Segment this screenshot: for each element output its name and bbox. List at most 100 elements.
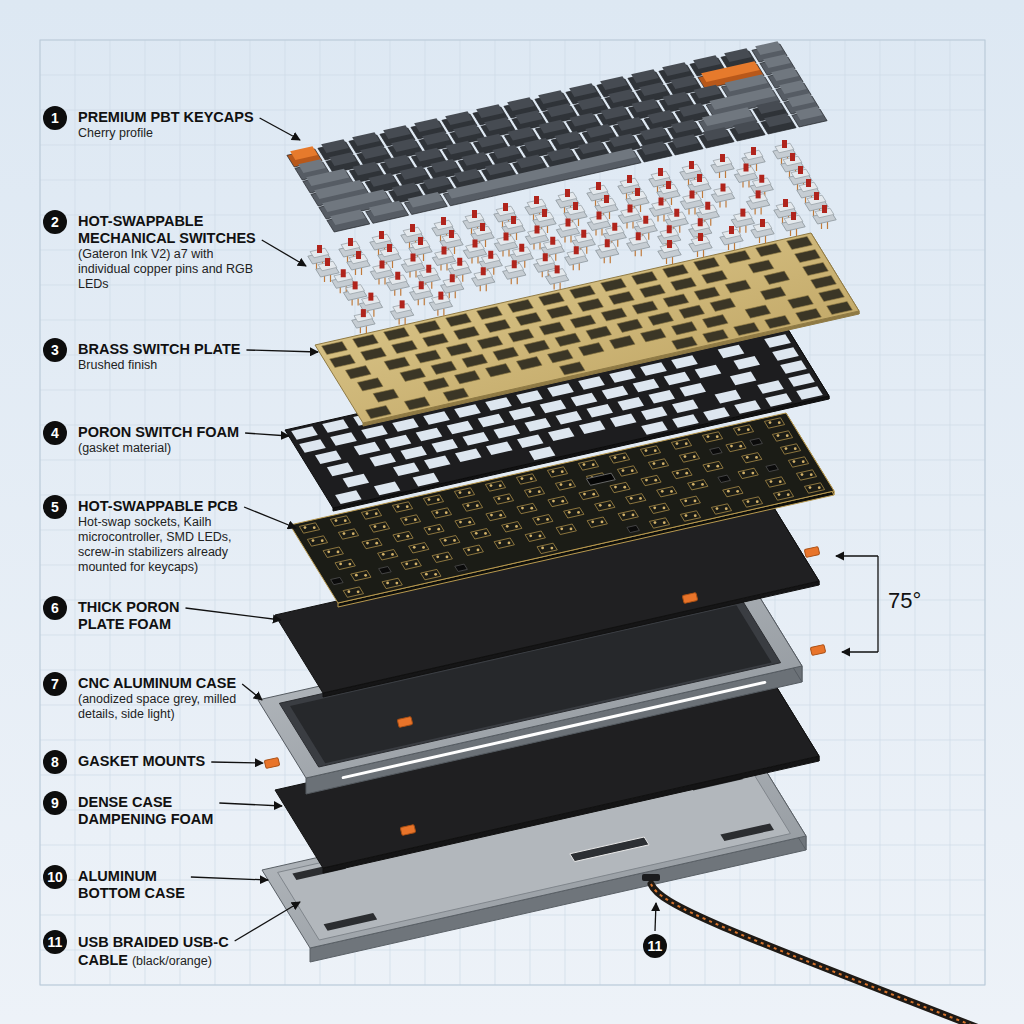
switch-footprint <box>688 480 708 490</box>
foam-hole <box>715 390 742 404</box>
foam-hole <box>315 450 342 464</box>
foam-hole <box>602 386 629 400</box>
switch-stem <box>488 251 493 259</box>
solder-pad <box>321 539 324 542</box>
solder-pad <box>415 563 418 566</box>
foam-hole <box>509 407 536 421</box>
callout-number-text: 1 <box>51 110 59 126</box>
switch-stem <box>442 247 447 255</box>
plate-cutout <box>765 315 791 328</box>
part-description: (Gateron Ink V2) a7 with individual copp… <box>78 247 268 292</box>
switch-stem <box>356 251 361 259</box>
plate-cutout <box>443 388 469 401</box>
solder-pad <box>592 493 595 496</box>
plate-cutout <box>330 354 356 367</box>
plate-cutout <box>702 315 728 328</box>
foam-hole <box>765 393 792 407</box>
switch-footprint <box>361 509 381 519</box>
switch-stem <box>449 230 454 238</box>
solder-pad <box>364 574 367 577</box>
solder-pad <box>730 445 733 448</box>
keycap-top <box>399 166 427 180</box>
keycap-top <box>616 117 644 131</box>
solder-pad <box>436 511 439 514</box>
plate-cutout <box>796 308 822 321</box>
foam-hole <box>547 383 574 397</box>
switch-stem <box>504 233 509 241</box>
callout-number: 10 <box>43 865 67 889</box>
solder-pad <box>475 532 478 535</box>
foam-hole <box>579 420 606 434</box>
foam-hole <box>525 418 552 432</box>
switch-stem <box>751 147 756 155</box>
solder-pad <box>583 463 586 466</box>
leader-line <box>246 350 318 352</box>
foam-hole <box>401 446 428 460</box>
keycap-top <box>795 106 823 120</box>
switch-stem <box>400 300 405 308</box>
gasket-mount <box>682 593 697 604</box>
keycap-top <box>640 127 668 141</box>
keycap-top <box>383 125 411 139</box>
part-description: (anodized space grey, milled details, si… <box>78 692 248 722</box>
leader-line <box>219 803 282 806</box>
plate-cutout <box>570 285 596 298</box>
plate-cutout <box>446 313 472 326</box>
solder-pad <box>632 514 635 517</box>
callout-label: HOT-SWAPPABLE MECHANICAL SWITCHES(Gatero… <box>78 213 268 292</box>
switch-footprint <box>609 453 629 463</box>
switch-stem <box>542 209 547 217</box>
copper-pin <box>745 226 746 233</box>
foam-hole <box>478 414 505 428</box>
copper-pin <box>547 226 548 233</box>
foam-hole <box>494 425 521 439</box>
solder-pad <box>614 486 617 489</box>
foam-hole <box>772 347 799 361</box>
plate-cutout <box>671 277 697 290</box>
switch-stem <box>341 269 346 277</box>
copper-pin <box>756 164 757 171</box>
foam-hole <box>764 334 791 348</box>
callout-number: 5 <box>43 495 67 519</box>
plate-cutout <box>462 354 488 367</box>
solder-pad <box>339 563 342 566</box>
switch-footprint <box>486 510 506 520</box>
switch-stem <box>353 281 358 289</box>
switch-footprint <box>400 515 420 525</box>
callout-number-text: 5 <box>51 499 59 515</box>
switch-footprint <box>338 529 358 539</box>
solder-pad <box>337 551 340 554</box>
part-description: (gasket material) <box>78 441 268 456</box>
part-name: BRASS SWITCH PLATE <box>78 341 278 358</box>
solder-pad <box>786 434 789 437</box>
plate-cutout <box>570 315 596 328</box>
switch-footprint <box>773 490 793 500</box>
switch-stem <box>380 261 385 269</box>
foam-hole <box>730 372 757 386</box>
foam-hole <box>343 474 370 488</box>
switch-stem <box>574 246 579 254</box>
keycap-top <box>640 141 668 155</box>
switch-footprint <box>555 480 575 490</box>
solder-pad <box>552 470 555 473</box>
solder-pad <box>663 521 666 524</box>
solder-pad <box>654 521 657 524</box>
switch-footprint <box>471 529 491 540</box>
foam-hole <box>416 428 443 442</box>
plate-cutout <box>648 312 674 325</box>
switch-footprint <box>493 494 513 504</box>
keycap-top <box>430 159 458 173</box>
switch-footprint <box>726 441 746 451</box>
leader-line <box>655 903 656 931</box>
switch-stem <box>658 168 663 176</box>
plate-cutout <box>601 278 627 291</box>
part-name: GASKET MOUNTS <box>78 753 258 770</box>
copper-pin <box>446 264 447 271</box>
solder-pad <box>779 480 782 483</box>
plate-cutout <box>485 364 511 377</box>
switch-stem <box>659 198 664 206</box>
callout-number: 6 <box>43 596 67 620</box>
keycap-top <box>601 106 629 120</box>
switch-stem <box>597 212 602 220</box>
